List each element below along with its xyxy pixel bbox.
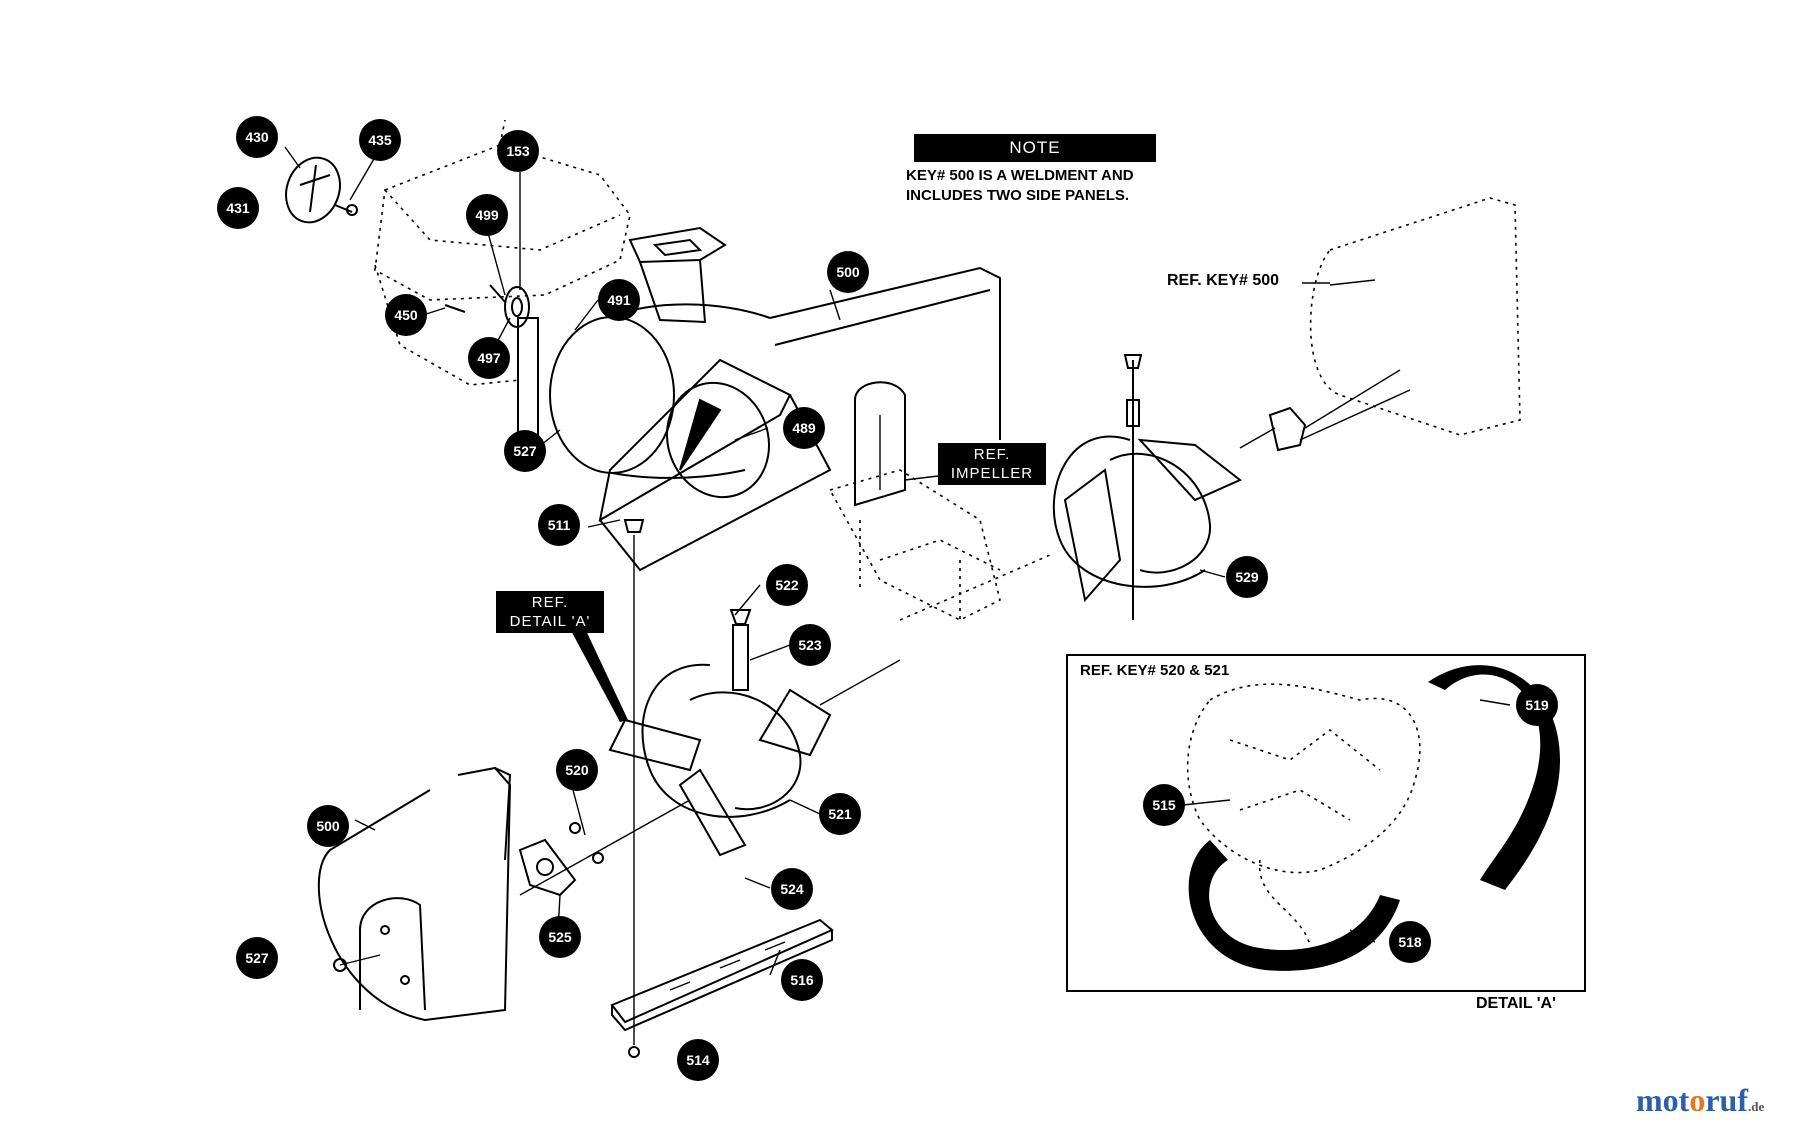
callout-527-upper: 527 (504, 430, 546, 472)
svg-text:524: 524 (780, 881, 804, 897)
detail-a-scraper-bars (1188, 665, 1560, 971)
right-side-panel-outline (1239, 197, 1521, 452)
callout-labels: 430 431 435 153 499 450 497 491 500 489 … (217, 116, 1558, 1081)
note-text: KEY# 500 IS A WELDMENT AND INCLUDES TWO … (906, 166, 1206, 206)
callout-489: 489 (783, 407, 825, 449)
right-auger (1052, 354, 1242, 620)
svg-text:521: 521 (828, 806, 852, 822)
svg-text:519: 519 (1525, 697, 1549, 713)
svg-text:431: 431 (226, 200, 250, 216)
ref-impeller-line-2: IMPELLER (950, 465, 1034, 482)
callout-153: 153 (497, 130, 539, 172)
callout-515: 515 (1143, 784, 1185, 826)
callout-500-housing: 500 (827, 251, 869, 293)
ref-detail-line-2: DETAIL 'A' (509, 613, 591, 630)
motoruf-watermark-logo: motoruf.de (1636, 1082, 1765, 1118)
detail-a-inset (1066, 654, 1586, 992)
callout-519: 519 (1516, 684, 1558, 726)
note-line-1: KEY# 500 IS A WELDMENT AND (906, 167, 1134, 184)
ref-detail-label: REF. DETAIL 'A' (496, 591, 604, 633)
ref-impeller-label: REF. IMPELLER (938, 443, 1046, 485)
svg-text:450: 450 (394, 307, 418, 323)
svg-text:430: 430 (245, 129, 269, 145)
callout-527-lower: 527 (236, 937, 278, 979)
svg-text:489: 489 (792, 420, 816, 436)
callout-529: 529 (1226, 556, 1268, 598)
svg-text:500: 500 (836, 264, 860, 280)
svg-text:527: 527 (245, 950, 269, 966)
callout-499: 499 (466, 194, 508, 236)
svg-text:529: 529 (1235, 569, 1259, 585)
callout-511: 511 (538, 504, 580, 546)
svg-text:153: 153 (506, 143, 530, 159)
svg-text:525: 525 (548, 929, 572, 945)
callout-497: 497 (468, 337, 510, 379)
svg-text:514: 514 (686, 1052, 710, 1068)
discharge-chute (628, 226, 727, 324)
note-heading: NOTE (914, 134, 1156, 162)
ref-detail-arrow (568, 622, 628, 722)
svg-text:522: 522 (775, 577, 799, 593)
svg-text:527: 527 (513, 443, 537, 459)
detail-a-auger-outline (1186, 683, 1421, 946)
callout-520: 520 (556, 749, 598, 791)
callout-450: 450 (385, 294, 427, 336)
crank-wheel (285, 156, 358, 224)
callout-430: 430 (236, 116, 278, 158)
bearing-bracket (518, 799, 691, 897)
note-line-2: INCLUDES TWO SIDE PANELS. (906, 187, 1130, 204)
svg-text:511: 511 (548, 517, 571, 533)
callout-514: 514 (677, 1039, 719, 1081)
detail-a-caption: DETAIL 'A' (1476, 995, 1556, 1012)
ref-impeller-line-1: REF. (973, 446, 1011, 463)
svg-text:500: 500 (316, 818, 340, 834)
callout-516: 516 (781, 959, 823, 1001)
svg-text:435: 435 (368, 132, 392, 148)
shave-plate (610, 918, 834, 1032)
svg-text:520: 520 (565, 762, 589, 778)
left-auger (608, 609, 901, 857)
callout-518: 518 (1389, 921, 1431, 963)
impeller-ref-outline (828, 469, 1051, 621)
callout-491: 491 (598, 279, 640, 321)
callout-521: 521 (819, 793, 861, 835)
callout-500-side-panel: 500 (307, 805, 349, 847)
svg-text:518: 518 (1398, 934, 1422, 950)
ref-key-500-label: REF. KEY# 500 (1167, 272, 1280, 289)
svg-text:516: 516 (790, 972, 814, 988)
callout-522: 522 (766, 564, 808, 606)
callout-524: 524 (771, 868, 813, 910)
callout-435: 435 (359, 119, 401, 161)
ref-detail-line-1: REF. (531, 594, 569, 611)
svg-text:515: 515 (1152, 797, 1176, 813)
left-side-panel (317, 766, 512, 1022)
leader-lines (284, 146, 1511, 976)
callout-523: 523 (789, 624, 831, 666)
svg-text:499: 499 (475, 207, 499, 223)
callout-431: 431 (217, 187, 259, 229)
ref-key-520-521-label: REF. KEY# 520 & 521 (1080, 662, 1230, 679)
svg-text:497: 497 (477, 350, 501, 366)
callout-525: 525 (539, 916, 581, 958)
carriage-bolt (623, 519, 645, 1058)
svg-text:523: 523 (798, 637, 822, 653)
svg-text:491: 491 (607, 292, 631, 308)
chute-housing-outline (374, 119, 631, 386)
